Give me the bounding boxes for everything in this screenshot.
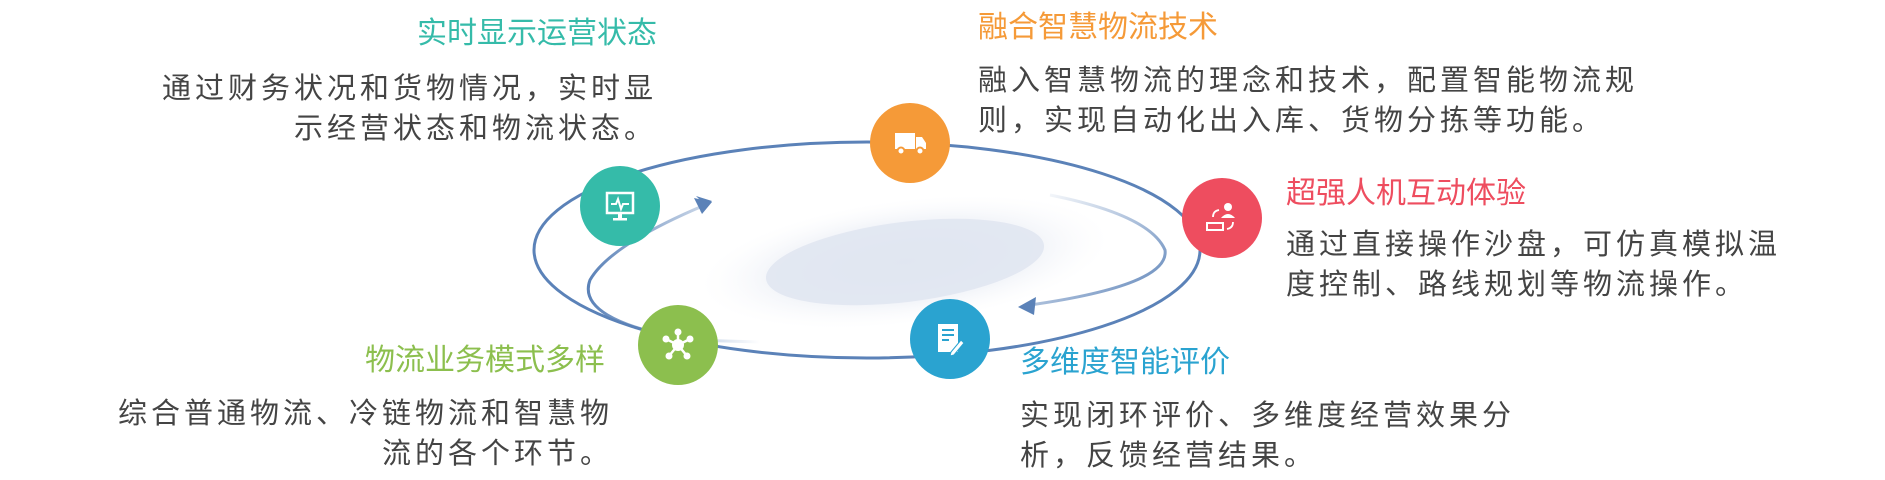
feature-line: 实现闭环评价、多维度经营效果分 xyxy=(1020,398,1516,432)
feature-interaction: 超强人机互动体验 通过直接操作沙盘，可仿真模拟温 度控制、路线规划等物流操作。 xyxy=(1286,174,1781,304)
feature-business-modes: 物流业务模式多样 综合普通物流、冷链物流和智慧物 流的各个环节。 xyxy=(118,341,613,473)
feature-title: 物流业务模式多样 xyxy=(365,343,605,378)
arrow-head-right xyxy=(1018,297,1036,315)
network-icon xyxy=(662,328,694,360)
feature-line: 度控制、路线规划等物流操作。 xyxy=(1286,267,1749,301)
node-truck xyxy=(870,103,950,183)
feature-line: 流的各个环节。 xyxy=(381,436,613,470)
node-interaction xyxy=(1182,178,1262,258)
center-disc xyxy=(701,195,1109,329)
node-evaluation xyxy=(910,299,990,379)
feature-line: 综合普通物流、冷链物流和智慧物 xyxy=(117,396,613,430)
user-device-icon xyxy=(1206,203,1235,231)
feature-evaluation: 多维度智能评价 实现闭环评价、多维度经营效果分 析，反馈经营结果。 xyxy=(1020,343,1515,475)
node-monitor xyxy=(580,166,660,246)
feature-line: 析，反馈经营结果。 xyxy=(1020,438,1318,472)
arrow-head-left xyxy=(694,198,712,214)
feature-line: 融入智慧物流的理念和技术，配置智能物流规 xyxy=(978,63,1639,97)
monitor-icon xyxy=(605,191,635,221)
feature-line: 则，实现自动化出入库、货物分拣等功能。 xyxy=(978,103,1606,137)
feature-realtime: 实时显示运营状态 通过财务状况和货物情况，实时显 示经营状态和物流状态。 xyxy=(162,14,657,148)
truck-icon xyxy=(895,133,926,156)
inner-arc-right xyxy=(1029,193,1167,307)
feature-line: 示经营状态和物流状态。 xyxy=(293,111,657,145)
feature-title: 多维度智能评价 xyxy=(1020,345,1230,380)
feature-line: 通过直接操作沙盘，可仿真模拟温 xyxy=(1286,227,1782,261)
feature-title: 融合智慧物流技术 xyxy=(978,10,1218,45)
node-network xyxy=(638,305,718,385)
feature-smart-logistics: 融合智慧物流技术 融入智慧物流的理念和技术，配置智能物流规 则，实现自动化出入库… xyxy=(978,8,1638,140)
feature-title: 实时显示运营状态 xyxy=(417,16,657,51)
feature-title: 超强人机互动体验 xyxy=(1286,176,1526,211)
document-pen-icon xyxy=(938,324,965,357)
feature-line: 通过财务状况和货物情况，实时显 xyxy=(161,71,657,105)
